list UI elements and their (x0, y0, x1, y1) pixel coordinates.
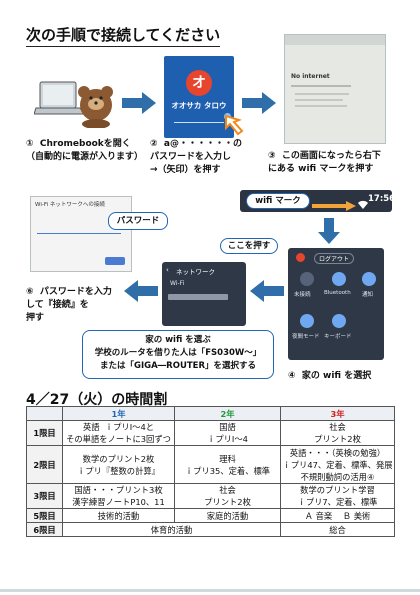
login-screen-image: オ オオサカ タロウ (164, 56, 234, 138)
wifi-tile[interactable] (300, 272, 314, 286)
logout-button[interactable]: ログアウト (314, 253, 355, 264)
cell-year3: 社会 プリント2枚 (280, 420, 395, 446)
period-cell: 3限目 (26, 483, 63, 509)
header-cell: 2年 (174, 406, 281, 421)
tile-label: 通知 (362, 292, 374, 298)
header-cell: 1年 (62, 406, 175, 421)
bottom-divider (0, 589, 420, 592)
callout-arrow-icon (312, 196, 356, 215)
keyboard-tile[interactable] (332, 314, 346, 328)
wifi-label: Wi-Fi (170, 280, 185, 287)
table-row: 5限目 技術的活動 家庭的活動 Ａ 音楽 Ｂ 美術 (26, 508, 395, 523)
table-row: 2限目 数学のプリント2枚 ｉプリ『整数の計算』 理科 ｉプリ35、定着、標準 … (26, 445, 395, 484)
notification-tile[interactable] (362, 272, 376, 286)
select-wifi-callout: 家の wifi を選ぶ 学校のルータを借りた人は「FS030W～」 または「GI… (82, 330, 274, 379)
laptop-bear-image (33, 81, 113, 129)
step1-illustration (33, 72, 116, 129)
password-callout: パスワード (108, 212, 168, 230)
table-row: 3限目 国語・・・プリント3枚 漢字練習ノートP10、11 社会 プリント2枚 … (26, 483, 395, 509)
table-row: 1限目 英語 ｉプリⅠ～4と その単語をノートに3回ずつ 国語 ｉプリⅠ～4 社… (26, 420, 395, 446)
quick-settings-panel: ログアウト 未接続 Bluetooth 通知 夜間モード キーボード (288, 248, 384, 360)
arrow-right-icon (122, 92, 156, 118)
header-cell: 3年 (280, 406, 395, 421)
cell-year1: 英語 ｉプリⅠ～4と その単語をノートに3回ずつ (62, 420, 175, 446)
password-dialog-image: Wi-Fi ネットワークへの接続 (30, 196, 132, 272)
arrow-down-icon (318, 218, 340, 248)
period-cell: 1限目 (26, 420, 63, 446)
table-row: 6限目 体育的活動 総合 (26, 522, 395, 537)
timetable: 1年 2年 3年 1限目 英語 ｉプリⅠ～4と その単語をノートに3回ずつ 国語… (26, 406, 395, 537)
password-input[interactable] (37, 227, 121, 234)
wifi-status-bar: wifi マーク 17:56 (240, 190, 396, 215)
cell-year3: 数学のプリント学習 ｉプリ7、定着、標準 (280, 483, 395, 509)
arrow-left-icon (250, 280, 284, 306)
wifi-icon[interactable] (358, 195, 368, 214)
password-field[interactable] (174, 114, 224, 123)
cell-year3: Ａ 音楽 Ｂ 美術 (280, 508, 395, 523)
period-cell: 5限目 (26, 508, 63, 523)
wifi-mark-callout: wifi マーク (246, 193, 310, 209)
step6-caption: ⑥ パスワードを入力 して『接続』を 押す (26, 287, 112, 323)
tile-label: 未接続 (294, 292, 311, 298)
step4-caption: ④ 家の wifi を選択 (288, 371, 372, 381)
avatar: オ (186, 70, 212, 96)
connect-button[interactable] (105, 257, 125, 265)
step2-caption: ② a@・・・・・・の パスワードを入力し →（矢印）を押す (150, 139, 242, 175)
tile-label: Bluetooth (324, 290, 351, 296)
clock-time: 17:56 (368, 194, 396, 204)
network-list-panel: ネットワーク ‹ Wi-Fi (162, 262, 246, 326)
cell-year3: 総合 (280, 522, 395, 537)
cell-year1: 技術的活動 (62, 508, 175, 523)
cell-year2: 国語 ｉプリⅠ～4 (174, 420, 281, 446)
cell-year1: 国語・・・プリント3枚 漢字練習ノートP10、11 (62, 483, 175, 509)
cell-year1: 数学のプリント2枚 ｉプリ『整数の計算』 (62, 445, 175, 484)
table-header-row: 1年 2年 3年 (26, 406, 395, 421)
bluetooth-tile[interactable] (332, 272, 346, 286)
cell-year3: 英語・・・（英検の勉強） ｉプリ47、定着、標準、発展 不規則動詞の活用④ (280, 445, 395, 484)
settings-icon[interactable] (296, 253, 305, 262)
page-title: 次の手順で接続してください (26, 24, 221, 47)
tile-label: 夜間モード (292, 334, 320, 340)
header-cell (26, 406, 63, 421)
night-tile[interactable] (300, 314, 314, 328)
koko-callout: ここを押す (220, 238, 278, 254)
period-cell: 6限目 (26, 522, 63, 537)
back-icon[interactable]: ‹ (166, 266, 169, 274)
arrow-left-icon (124, 280, 158, 306)
cell-year2: 理科 ｉプリ35、定着、標準 (174, 445, 281, 484)
wifi-network-item[interactable] (168, 294, 228, 300)
step3-caption: ③ この画面になったら右下 にある wifi マークを押す (268, 151, 381, 174)
step1-caption: ① Chromebookを開く （自動的に電源が入ります） (26, 139, 144, 162)
period-cell: 2限目 (26, 445, 63, 484)
arrow-right-icon (242, 92, 276, 118)
cell-year2: 家庭的活動 (174, 508, 281, 523)
pointer-arrow-icon (222, 112, 248, 142)
no-internet-screen-image: No internet (284, 34, 386, 144)
no-internet-label: No internet (291, 73, 330, 80)
cell-year1-2: 体育的活動 (62, 522, 281, 537)
cell-year2: 社会 プリント2枚 (174, 483, 281, 509)
dialog-title: Wi-Fi ネットワークへの接続 (35, 202, 105, 208)
network-header: ネットワーク (176, 268, 215, 276)
tile-label: キーボード (324, 334, 352, 340)
login-user-name: オオサカ タロウ (171, 101, 227, 110)
